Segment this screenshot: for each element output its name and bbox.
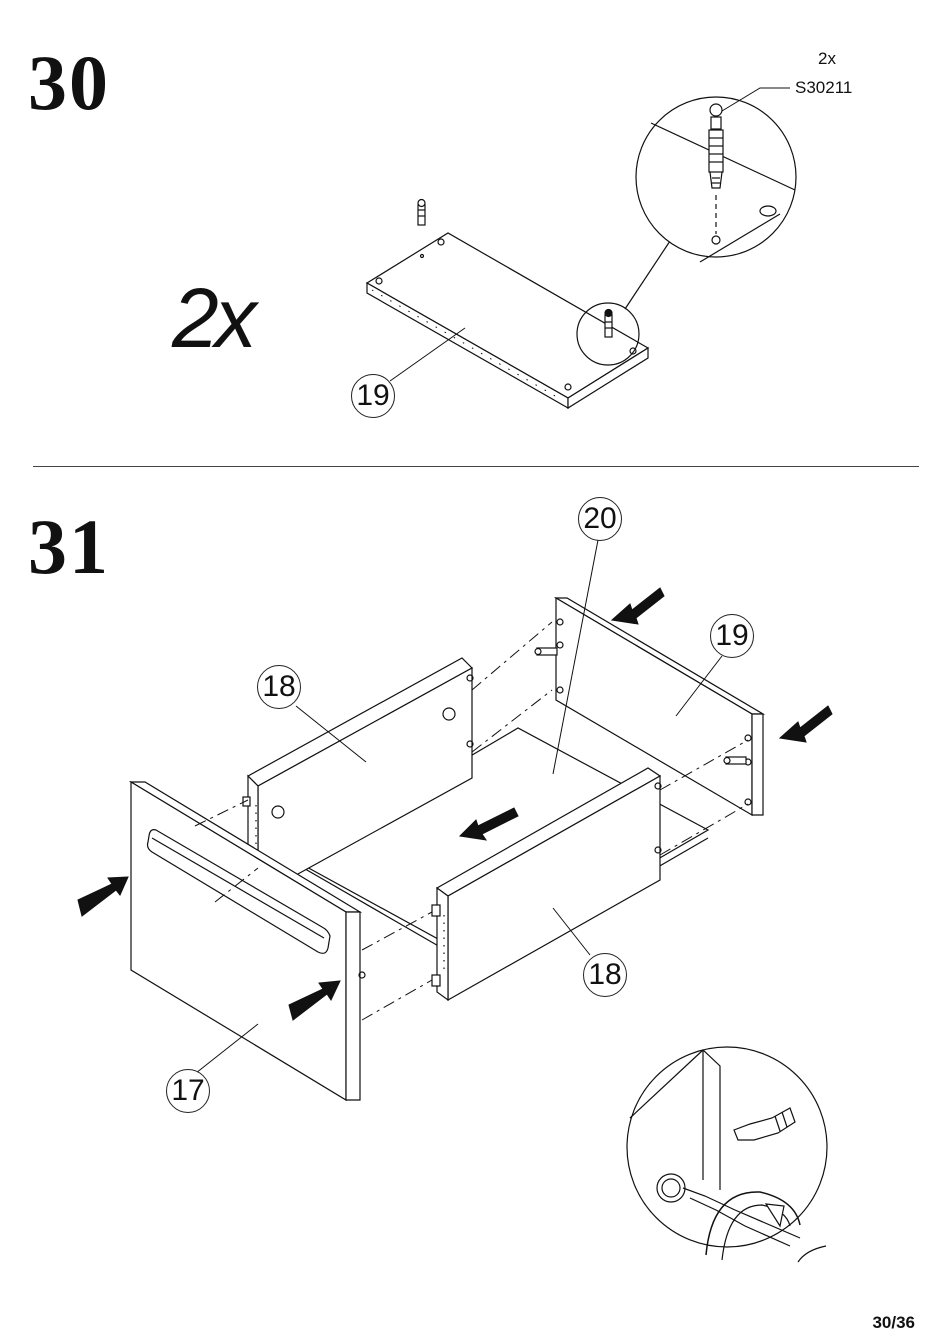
callout-part-19-step31: 19 [710,614,754,658]
cam-bolt-left [418,200,425,226]
bolt-detail-magnifier [636,97,796,262]
page-number: 30/36 [872,1313,915,1333]
callout-part-19-step30: 19 [351,374,395,418]
callout-part-18-right: 18 [583,953,627,997]
cam-bolt-right [605,310,612,338]
callout-part-18-left: 18 [257,665,301,709]
callout-part-20: 20 [578,497,622,541]
screwdriver-detail [627,1047,827,1262]
callout-part-17: 17 [166,1069,210,1113]
